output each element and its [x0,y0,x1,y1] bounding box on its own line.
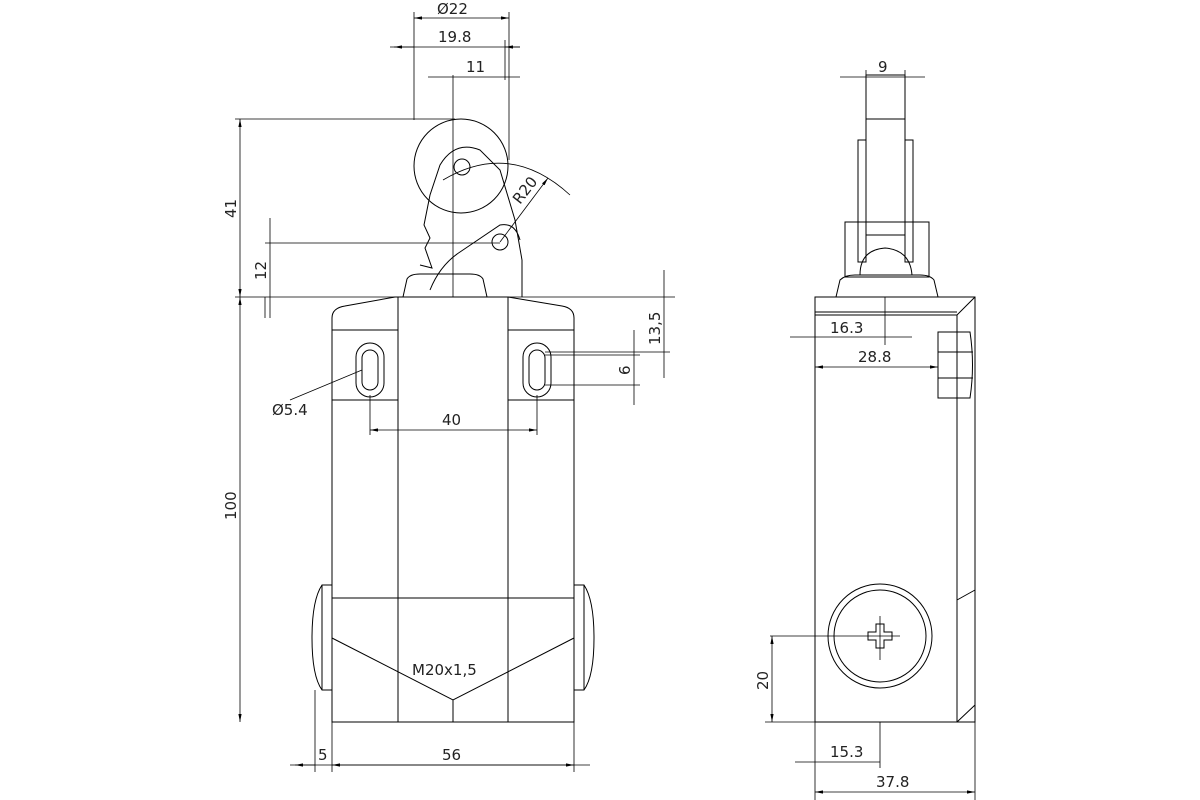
dim-6: 6 [616,365,634,375]
dim-13-5: 13,5 [646,312,664,345]
dim-28-8: 28.8 [858,348,891,366]
dim-9: 9 [878,58,888,76]
dim-5: 5 [318,746,328,764]
dim-12: 12 [252,261,270,280]
side-plunger [835,274,939,298]
dim-19-8: 19.8 [438,28,471,46]
dim-radius: R20 [509,173,541,207]
dim-41: 41 [222,199,240,218]
front-view [311,75,595,723]
mounting-slot-right [522,342,552,398]
cable-gland-left [311,584,332,691]
dim-roller-diameter: Ø22 [437,0,468,18]
dim-15-3: 15.3 [830,743,863,761]
dim-40: 40 [442,411,461,429]
side-lever-button [937,331,973,399]
side-dimensions: 9 16.3 28.8 20 15.3 37.8 [754,58,976,800]
side-roller [865,74,906,236]
cable-gland-right [574,584,595,691]
dim-16-3: 16.3 [830,319,863,337]
dim-11: 11 [466,58,485,76]
dim-56: 56 [442,746,461,764]
plunger [402,273,488,298]
dim-37-8: 37.8 [876,773,909,791]
mounting-slot-left [355,342,385,398]
gland-thread-label: M20x1,5 [412,661,477,679]
side-body [814,296,976,723]
dim-100: 100 [222,491,240,520]
side-view [770,74,976,723]
roller [413,118,509,214]
front-body [331,296,575,723]
dim-20: 20 [754,671,772,690]
dim-hole-diameter: Ø5.4 [272,401,308,419]
front-dimensions: Ø22 19.8 11 R20 41 100 12 13,5 6 Ø5.4 40… [222,0,675,772]
roller-lever [419,146,523,297]
